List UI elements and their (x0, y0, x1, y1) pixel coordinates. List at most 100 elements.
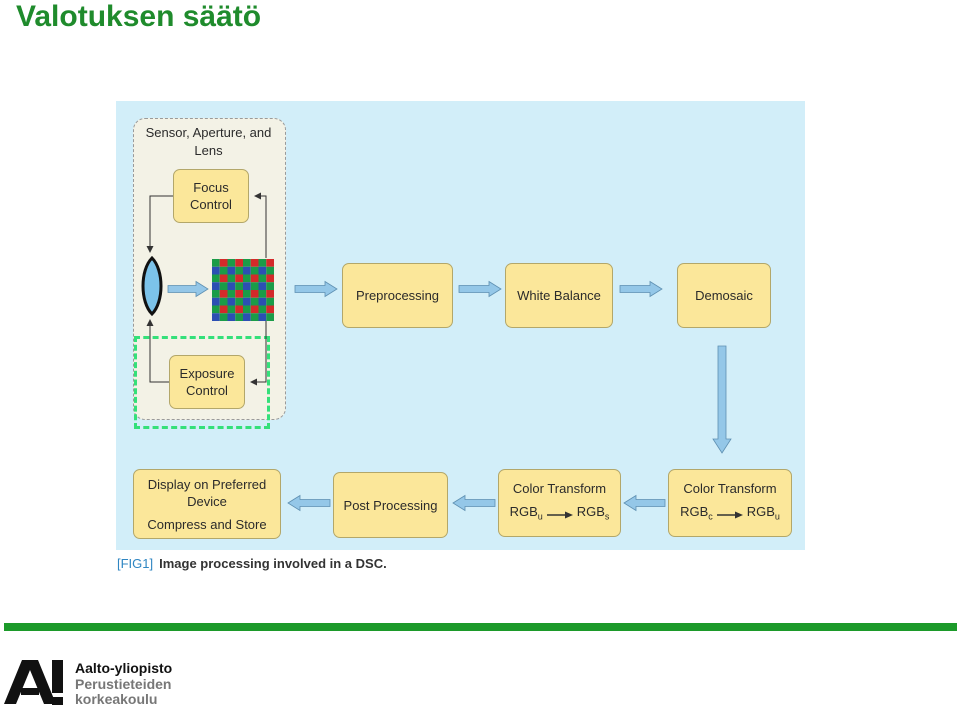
white-balance-label: White Balance (517, 288, 601, 303)
display-line1: Display on Preferred (147, 476, 267, 492)
sensor-pixel (219, 266, 228, 275)
compress-label: Compress and Store (147, 516, 267, 532)
display-line2: Device (187, 493, 227, 509)
logo-line2: Perustieteiden (75, 675, 172, 692)
exposure-highlight (134, 336, 270, 429)
sensor-pixel (235, 297, 243, 306)
sensor-pixel (258, 305, 267, 314)
logo-line1: Aalto-yliopisto (75, 660, 173, 676)
sensor-pixel (227, 305, 236, 314)
sensor-pixel (266, 313, 274, 321)
arrow-right-icon (716, 511, 743, 518)
sensor-pixel (258, 313, 267, 321)
exposure-control-box: Exposure Control (169, 355, 245, 409)
focus-control-box: Focus Control (173, 169, 249, 223)
arrow-sensor-to-preprocessing (294, 280, 338, 298)
exposure-control-line1: Exposure (179, 366, 235, 381)
sensor-pixel (235, 282, 243, 290)
sensor-pixel (266, 297, 274, 306)
ct1-to: RGBu (746, 504, 780, 522)
sensor-pixel (243, 305, 251, 314)
sensor-pixel (235, 305, 243, 314)
arrow-preprocessing-to-white-balance (458, 280, 502, 298)
logo-line3: korkeakoulu (75, 691, 158, 707)
preprocessing-label: Preprocessing (355, 288, 440, 303)
sensor-pixel (227, 282, 236, 290)
sensor-pixel (250, 266, 259, 275)
sensor-pixel (212, 313, 220, 321)
sensor-pixel (243, 274, 251, 283)
sensor-pixel (258, 259, 267, 267)
sensor-pixel (212, 259, 220, 267)
sensor-pixel (266, 290, 274, 298)
exposure-to-lens-line (146, 319, 169, 383)
slide-title: Valotuksen säätö (16, 0, 262, 33)
sensor-pixel (243, 266, 251, 275)
arrow-ct2-to-post-processing (452, 494, 496, 512)
caption-tag: [FIG1] (117, 556, 154, 571)
focus-to-lens-line (146, 195, 173, 253)
sensor-pixel (227, 274, 236, 283)
white-balance-box: White Balance (505, 263, 613, 328)
sensor-pixel (250, 305, 259, 314)
sensor-pixel (250, 282, 259, 290)
demosaic-box: Demosaic (677, 263, 771, 328)
display-compress-box: Display on Preferred Device Compress and… (133, 469, 281, 539)
arrow-right-icon (546, 511, 573, 518)
sensor-pixel (227, 266, 236, 275)
sensor-pixel (212, 282, 220, 290)
sensor-pixel (212, 305, 220, 314)
aalto-logo-icon (4, 660, 63, 705)
sensor-pixel (235, 290, 243, 298)
sensor-pixel (266, 266, 274, 275)
sensor-pixel (235, 313, 243, 321)
pipeline-arrows (167, 280, 732, 512)
sensor-pixel (243, 297, 251, 306)
sensor-pixel (212, 290, 220, 298)
sensor-pixel (243, 282, 251, 290)
sensor-pixel (258, 297, 267, 306)
sensor-pixel (219, 259, 228, 267)
figure-caption: [FIG1]Image processing involved in a DSC… (117, 556, 387, 571)
sensor-pixel (212, 266, 220, 275)
sensor-pixel (266, 274, 274, 283)
color-transform-2-box: Color Transform RGBu RGBs (498, 469, 621, 537)
sensor-pixel (243, 290, 251, 298)
sensor-pixel (266, 305, 274, 314)
sensor-pixel (219, 305, 228, 314)
sensor-pixel (266, 282, 274, 290)
ct2-to: RGBs (576, 504, 610, 522)
sensor-pixel (212, 297, 220, 306)
sensor-pixel (227, 290, 236, 298)
footer-divider (4, 623, 957, 631)
sensor-pixel (219, 313, 228, 321)
arrow-ct1-to-ct2 (623, 494, 666, 512)
demosaic-label: Demosaic (695, 288, 753, 303)
sensor-pixel (243, 313, 251, 321)
sensor-pixel (219, 274, 228, 283)
sensor-pixel (235, 266, 243, 275)
sensor-pixel (258, 282, 267, 290)
sensor-pixel (250, 313, 259, 321)
sensor-pixel (219, 297, 228, 306)
sensor-pixel (219, 282, 228, 290)
sensor-grid-icon (212, 259, 274, 321)
arrow-post-processing-to-display (287, 494, 331, 512)
arrow-lens-to-sensor (167, 280, 209, 298)
sensor-pixel (235, 259, 243, 267)
sensor-to-exposure-line (250, 321, 267, 386)
sensor-pixel (243, 259, 251, 267)
focus-control-line2: Control (190, 197, 232, 212)
color-transform-1-label: Color Transform (683, 481, 777, 497)
sensor-pixel (212, 274, 220, 283)
preprocessing-box: Preprocessing (342, 263, 453, 328)
sensor-pixel (258, 274, 267, 283)
post-processing-label: Post Processing (343, 497, 438, 513)
sensor-pixel (250, 297, 259, 306)
aalto-logo-text: Aalto-yliopisto Perustieteiden korkeakou… (75, 660, 173, 708)
sensor-to-focus-line (254, 192, 267, 258)
arrow-demosaic-to-color-transform (712, 345, 732, 454)
sensor-pixel (266, 259, 274, 267)
sensor-pixel (235, 274, 243, 283)
